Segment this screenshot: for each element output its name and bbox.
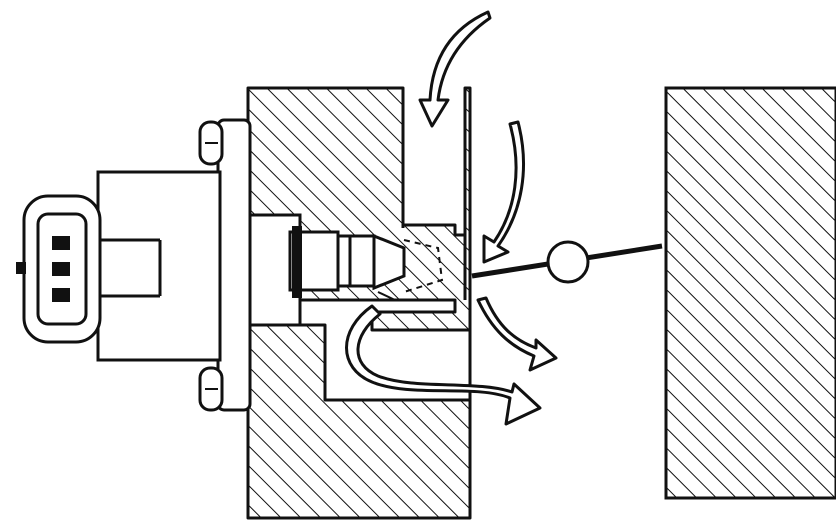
electrical-connector [16,194,102,344]
idle-air-control-valve-body [96,170,222,362]
throttle-body-housing-right [664,86,836,500]
airflow-arrows [345,10,558,426]
airflow-arrow-top [418,10,492,128]
throttle-plate [471,240,663,284]
pintle-valve [288,226,444,301]
mounting-flange [216,118,302,412]
mounting-bolt-lower [198,366,224,412]
airflow-arrow-right [482,120,525,264]
mounting-bolt-upper [198,120,224,166]
airflow-arrow-lower-right [476,296,558,372]
airflow-arrow-bypass [345,304,542,426]
